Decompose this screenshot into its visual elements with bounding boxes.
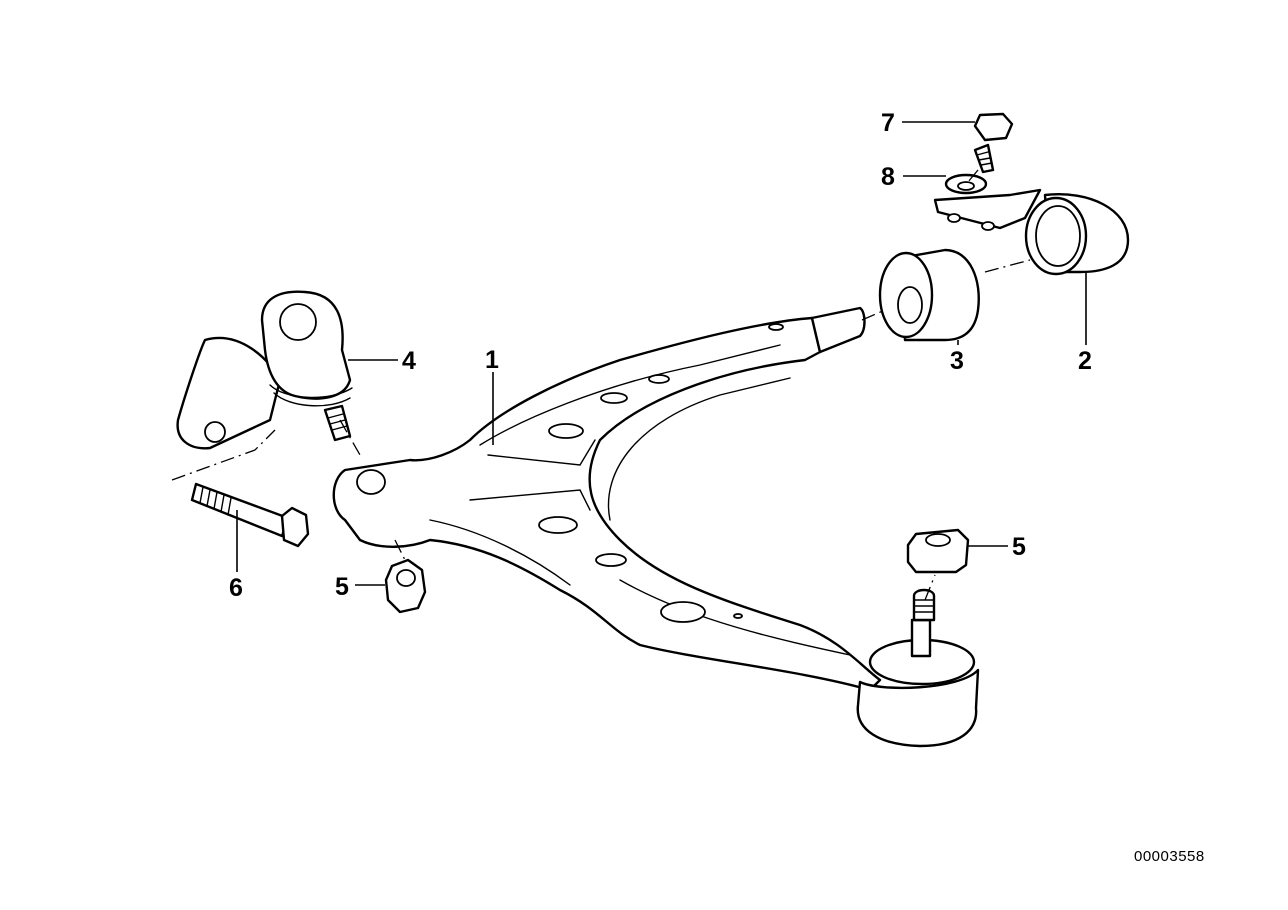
- callout-2: 2: [1078, 347, 1092, 375]
- callout-5-right: 5: [1012, 533, 1026, 561]
- control-arm[interactable]: [332, 306, 882, 692]
- leader-lines: [236, 121, 1087, 586]
- nut-right[interactable]: [906, 528, 970, 574]
- callout-8: 8: [881, 163, 895, 191]
- nut-left[interactable]: [384, 558, 427, 614]
- callout-6: 6: [229, 574, 243, 602]
- control-arm-ball-joint: [856, 588, 980, 748]
- drawing-number: 00003558: [1134, 848, 1205, 865]
- callout-5-left: 5: [335, 573, 349, 601]
- callout-4: 4: [402, 347, 416, 375]
- alignment-lines: [171, 169, 1031, 601]
- bushing-bracket[interactable]: [933, 188, 1130, 276]
- callout-1: 1: [485, 346, 499, 374]
- callout-3: 3: [950, 347, 964, 375]
- ball-joint[interactable]: [176, 290, 353, 450]
- bracket-bolt[interactable]: [973, 112, 1014, 174]
- hex-bolt[interactable]: [190, 482, 310, 548]
- callout-7: 7: [881, 109, 895, 137]
- washer[interactable]: [944, 173, 988, 195]
- rubber-bushing[interactable]: [878, 248, 980, 342]
